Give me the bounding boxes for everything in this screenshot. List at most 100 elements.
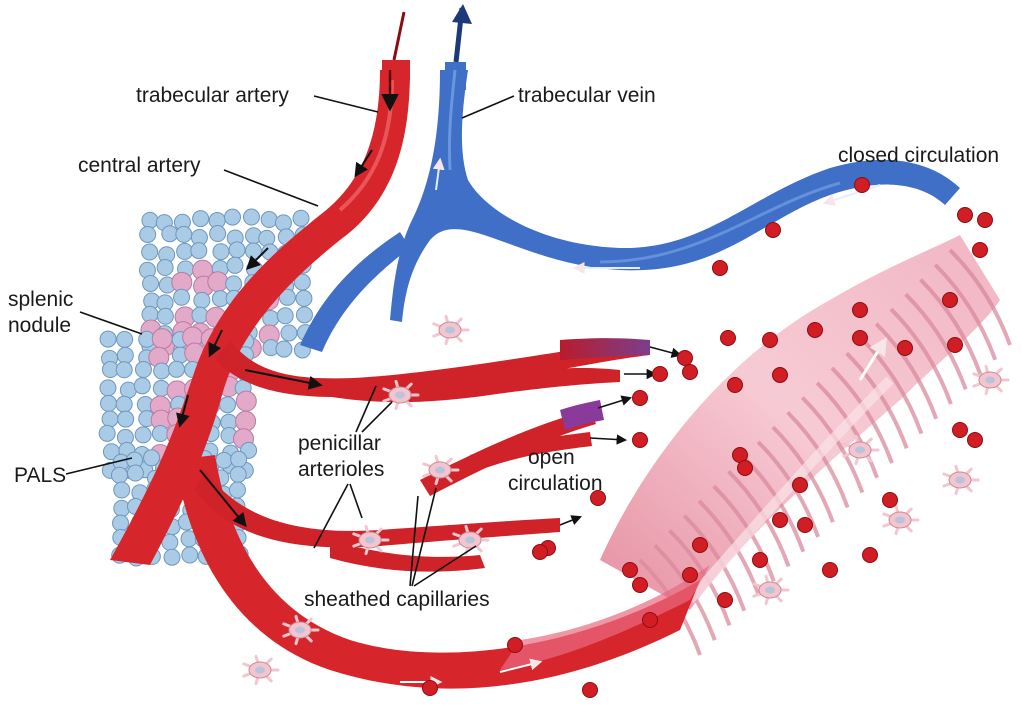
lymphocyte <box>227 257 243 273</box>
red-blood-cell <box>823 563 838 578</box>
lymphocyte <box>168 361 184 377</box>
lymphocyte <box>140 226 156 242</box>
lymphocyte <box>127 465 143 481</box>
lymphocyte <box>118 411 134 427</box>
lymphocyte <box>174 289 190 305</box>
lymphocyte <box>277 308 293 324</box>
lymphocyte <box>276 341 292 357</box>
lymphocyte <box>226 276 242 292</box>
lymphocyte <box>152 426 168 442</box>
lymphocyte <box>100 331 116 347</box>
lymphocyte <box>157 308 173 324</box>
label-central-artery: central artery <box>78 154 201 177</box>
lymphocyte <box>143 275 159 291</box>
lymphocyte <box>194 292 210 308</box>
red-blood-cell <box>623 563 638 578</box>
red-blood-cell <box>583 683 598 698</box>
lymphocyte <box>192 307 208 323</box>
red-blood-cell <box>763 333 778 348</box>
lymphocyte <box>113 515 129 531</box>
red-blood-cell <box>898 341 913 356</box>
lymphocyte <box>116 362 132 378</box>
lymphocyte <box>157 260 173 276</box>
lymphocyte <box>152 329 172 349</box>
red-blood-cell <box>718 593 733 608</box>
red-blood-cell <box>773 368 788 383</box>
lymphocyte <box>182 547 198 563</box>
lymphocyte <box>293 210 309 226</box>
lymphocyte <box>296 307 312 323</box>
red-blood-cell <box>853 303 868 318</box>
lymphocyte <box>231 451 247 467</box>
lymphocyte <box>243 209 259 225</box>
red-blood-cell <box>508 638 523 653</box>
lymphocyte <box>229 482 245 498</box>
lymphocyte <box>114 482 130 498</box>
lymphocyte <box>154 363 170 379</box>
lymphocyte <box>296 290 312 306</box>
red-blood-cell <box>853 331 868 346</box>
red-blood-cell <box>948 338 963 353</box>
macrophage <box>754 576 788 603</box>
red-blood-cell <box>683 568 698 583</box>
red-blood-cell <box>753 553 768 568</box>
label-splenic-nodule-line1: splenic <box>8 288 73 311</box>
lymphocyte <box>100 380 116 396</box>
macrophage <box>434 316 468 343</box>
red-blood-cell <box>728 378 743 393</box>
red-blood-cell <box>653 367 668 382</box>
label-sheathed-capillaries: sheathed capillaries <box>304 588 490 611</box>
lymphocyte <box>210 226 226 242</box>
red-blood-cell <box>808 323 823 338</box>
red-blood-cell <box>773 513 788 528</box>
lymphocyte <box>229 242 245 258</box>
label-closed-circulation: closed circulation <box>838 144 999 167</box>
red-blood-cell <box>533 545 548 560</box>
lymphocyte <box>111 467 127 483</box>
label-trabecular-vein: trabecular vein <box>518 84 656 107</box>
red-blood-cell <box>633 578 648 593</box>
macrophage <box>884 506 918 533</box>
red-blood-cell <box>423 681 438 696</box>
label-open-line2: circulation <box>508 472 603 495</box>
label-penicillar-line1: penicillar <box>298 432 381 455</box>
red-blood-cell <box>973 243 988 258</box>
red-blood-cell <box>968 433 983 448</box>
red-blood-cell <box>798 518 813 533</box>
lymphocyte <box>134 378 150 394</box>
lymphocyte <box>193 211 209 227</box>
macrophage <box>944 466 978 493</box>
lymphocyte <box>101 395 117 411</box>
lymphocyte <box>142 212 158 228</box>
lymphocyte <box>142 244 158 260</box>
lymphocyte <box>261 212 277 228</box>
label-open-line1: open <box>528 446 575 469</box>
lymphocyte <box>135 427 151 443</box>
lymphocyte <box>116 396 132 412</box>
red-blood-cell <box>738 461 753 476</box>
lymphocyte <box>224 209 240 225</box>
red-blood-cell <box>953 423 968 438</box>
leader-splenic-nodule <box>80 312 142 334</box>
leader-central-artery <box>224 170 318 206</box>
lymphocyte <box>117 331 133 347</box>
lymphocyte <box>164 549 180 565</box>
label-penicillar-line2: arterioles <box>298 458 384 481</box>
lymphocyte <box>275 215 291 231</box>
red-blood-cell <box>958 208 973 223</box>
lymphocyte <box>99 425 115 441</box>
label-splenic-nodule-line2: nodule <box>8 314 71 337</box>
red-blood-cell <box>713 261 728 276</box>
lymphocyte <box>236 411 256 431</box>
lymphocyte <box>230 467 246 483</box>
lymphocyte <box>281 325 297 341</box>
leader-trabecular-vein <box>462 96 514 118</box>
leader-trabecular-artery <box>314 96 378 112</box>
red-blood-cell <box>678 351 693 366</box>
label-trabecular-artery: trabecular artery <box>136 84 289 107</box>
red-blood-cell <box>766 223 781 238</box>
lymphocyte <box>220 397 236 413</box>
lymphocyte <box>191 243 207 259</box>
lymphocyte <box>177 243 193 259</box>
